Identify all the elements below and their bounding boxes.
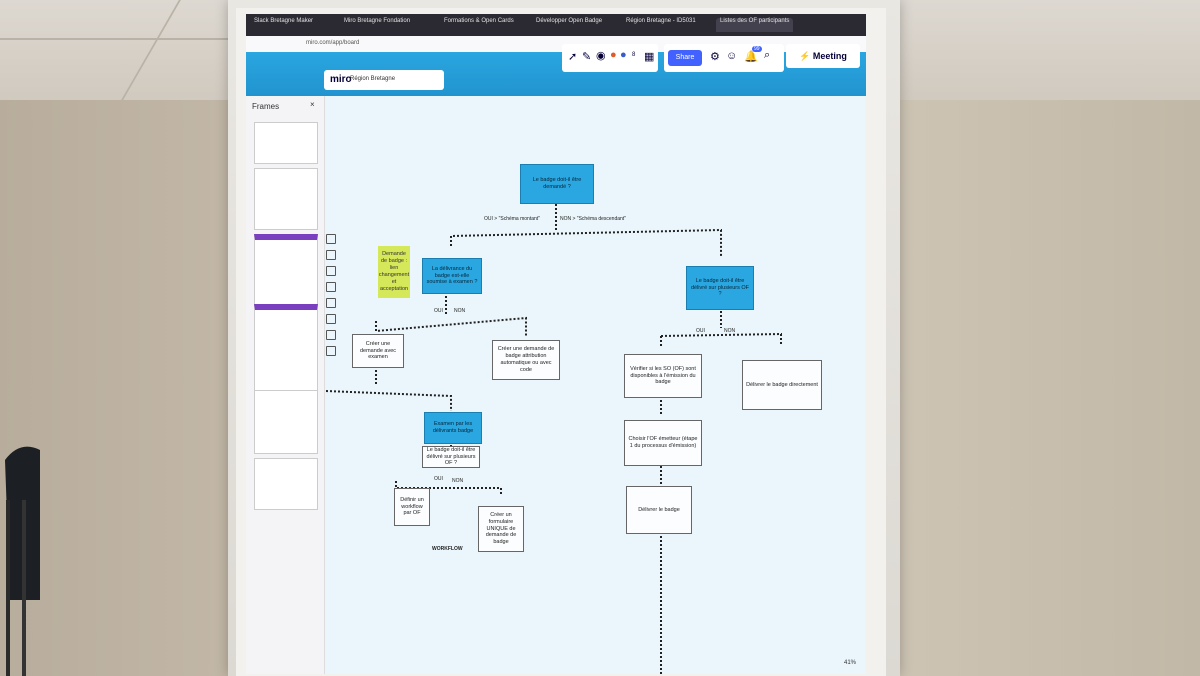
miro-logo: miro — [330, 74, 352, 85]
frame-thumbnail[interactable] — [254, 168, 318, 230]
branch-label: NON — [454, 308, 466, 314]
zoom-level[interactable]: 41% — [843, 660, 856, 666]
notifications-icon[interactable]: 🔔 — [744, 51, 758, 63]
avatar[interactable]: ● — [620, 49, 627, 61]
flow-node[interactable]: Créer un formulaire UNIQUE de demande de… — [478, 506, 524, 552]
connector-root — [450, 204, 722, 256]
chair — [5, 446, 40, 676]
browser-tab[interactable]: Slack Bretagne Maker — [254, 18, 314, 24]
grid-icon[interactable]: ▦ — [644, 51, 655, 63]
flow-node[interactable]: Délivrer le badge directement — [742, 360, 822, 410]
comment-tool-icon[interactable] — [326, 330, 336, 340]
select-tool-icon[interactable] — [326, 234, 336, 244]
share-button[interactable]: Share — [668, 50, 702, 66]
branch-label: OUI — [434, 308, 443, 314]
browser-tab[interactable]: Développer Open Badge — [536, 18, 603, 24]
avatar-icon[interactable]: ◉ — [596, 50, 606, 62]
pen-tool-icon[interactable] — [326, 314, 336, 324]
flow-node-root[interactable]: Le badge doit-il être demandé ? — [520, 164, 594, 204]
flowchart-connectors — [326, 204, 782, 674]
frames-panel-title: Frames — [252, 102, 280, 111]
left-toolbar — [326, 234, 336, 474]
flow-node-exam[interactable]: Examen par les délivrants badge — [424, 412, 482, 444]
connector-right — [660, 311, 782, 346]
close-icon[interactable]: × — [310, 100, 315, 109]
branch-label: OUI > "Schéma montant" — [484, 216, 540, 222]
text-tool-icon[interactable] — [326, 266, 336, 276]
more-tools-icon[interactable] — [326, 346, 336, 356]
board-actions: Share ⚙ ☺ 🔔 99 ⌕ — [664, 44, 784, 72]
branch-label: NON — [452, 478, 464, 484]
lightning-icon: ⚡ — [799, 51, 811, 61]
browser-tab[interactable]: Miro Bretagne Fondation — [344, 18, 411, 24]
frame-thumbnail[interactable] — [254, 304, 318, 391]
frame-thumbnail[interactable] — [254, 122, 318, 164]
flow-node-right-decision[interactable]: Le badge doit-il être délivré sur plusie… — [686, 266, 754, 310]
browser-tab-bar: Slack Bretagne Maker Miro Bretagne Fonda… — [246, 14, 866, 36]
meeting-label: Meeting — [812, 51, 847, 61]
flow-node-left-decision[interactable]: La délivrance du badge est-elle soumise … — [422, 258, 482, 294]
notification-badge: 99 — [752, 46, 762, 52]
frame-tool-icon[interactable] — [326, 250, 336, 260]
frame-thumbnail[interactable] — [254, 234, 318, 305]
settings-sliders-icon[interactable]: ⚙ — [710, 51, 720, 63]
sticky-tool-icon[interactable] — [326, 282, 336, 292]
flow-node[interactable]: Choisir l'OF émetteur (étape 1 du proces… — [624, 420, 702, 466]
sticky-note[interactable]: Demande de badge : lien changement et ac… — [378, 246, 410, 298]
projected-browser-window: Slack Bretagne Maker Miro Bretagne Fonda… — [246, 14, 866, 674]
collaboration-toolbar: ➚ ✎ ◉ ● ● 8 ▦ — [562, 44, 658, 72]
flow-node[interactable]: Le badge doit-il être délivré sur plusie… — [422, 446, 480, 468]
board-name[interactable]: Région Bretagne — [350, 76, 396, 82]
pen-icon[interactable]: ✎ — [582, 51, 592, 63]
branch-label: OUI — [434, 476, 443, 482]
reactions-icon[interactable]: ☺ — [726, 50, 738, 62]
shape-tool-icon[interactable] — [326, 298, 336, 308]
frame-thumbnail[interactable] — [254, 390, 318, 454]
board-canvas[interactable]: Le badge doit-il être demandé ? OUI > "S… — [326, 96, 866, 674]
avatar[interactable]: ● — [610, 49, 617, 61]
workflow-label: WORKFLOW — [432, 546, 463, 552]
branch-label: OUI — [696, 328, 705, 334]
flow-node[interactable]: Vérifier si les SO (OF) sont disponibles… — [624, 354, 702, 398]
flow-node[interactable]: Délivrer le badge — [626, 486, 692, 534]
cursor-icon[interactable]: ➚ — [568, 51, 578, 63]
flow-node[interactable]: Créer une demande de badge attribution a… — [492, 340, 560, 380]
meeting-button[interactable]: ⚡ Meeting — [786, 44, 860, 68]
connector-left — [375, 296, 527, 336]
frame-thumbnail[interactable] — [254, 458, 318, 510]
connector-exam — [326, 366, 452, 411]
search-icon[interactable]: ⌕ — [764, 49, 771, 61]
ceiling-tile-line — [0, 38, 420, 40]
flow-node[interactable]: Définir un workflow par OF — [394, 488, 430, 526]
branch-label: NON — [724, 328, 736, 334]
miro-board-menu[interactable] — [324, 70, 444, 90]
browser-tab[interactable]: Formations & Open Cards — [444, 18, 514, 24]
url-text: miro.com/app/board — [306, 40, 360, 46]
frames-panel: Frames × — [246, 96, 325, 674]
browser-tab[interactable]: Région Bretagne - ID5031 — [626, 18, 696, 24]
branch-label: NON > "Schéma descendant" — [560, 216, 626, 222]
collaborator-count: 8 — [632, 52, 636, 58]
browser-tab-active[interactable]: Listes des OF participants — [716, 18, 794, 32]
flow-node[interactable]: Créer une demande avec examen — [352, 334, 404, 368]
